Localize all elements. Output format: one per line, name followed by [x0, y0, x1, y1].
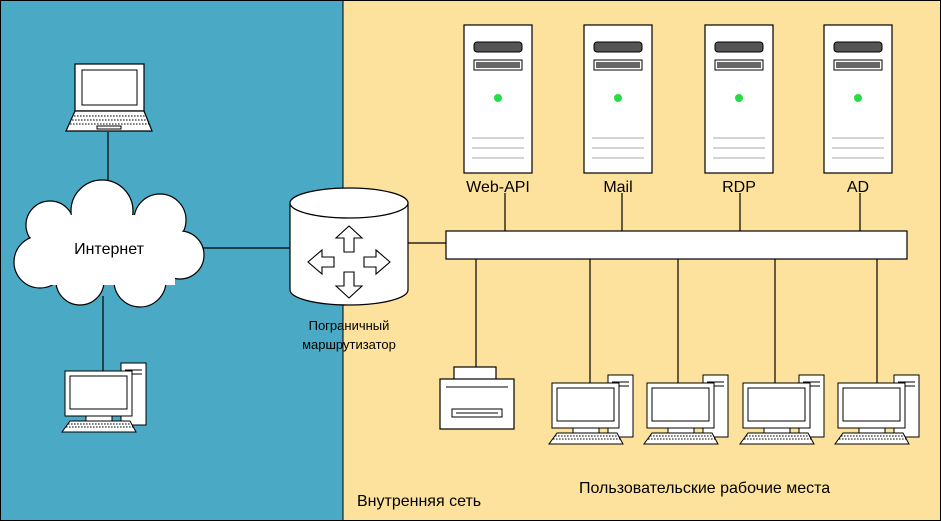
workstation-computer-icon — [739, 374, 825, 445]
server-icon — [704, 24, 774, 174]
workstations-label: Пользовательские рабочие места — [579, 480, 830, 497]
router-label-line1: Пограничный — [309, 318, 390, 333]
server-label-ad: AD — [847, 179, 869, 196]
workstation-computer-icon — [643, 374, 729, 445]
connections — [102, 132, 878, 384]
server-label-web-api: Web-API — [466, 179, 530, 196]
workstation-computer-icon — [834, 374, 920, 445]
internet-label: Интернет — [74, 241, 144, 258]
workstation-computer-icon — [548, 374, 634, 445]
server-status-led — [614, 94, 622, 102]
server-label-mail: Mail — [603, 179, 632, 196]
server-label-rdp: RDP — [722, 179, 756, 196]
cloud-icon — [13, 179, 205, 308]
server-icon — [823, 24, 893, 174]
server-status-led — [735, 94, 743, 102]
printer-icon — [439, 366, 515, 430]
server-status-led — [494, 94, 502, 102]
server-icon — [583, 24, 653, 174]
laptop-icon — [65, 63, 153, 132]
server-icon — [463, 24, 533, 174]
server-status-led — [854, 94, 862, 102]
external-computer-icon — [61, 362, 147, 433]
router-label-line2: маршрутизатор — [302, 337, 396, 352]
network-switch-icon — [445, 230, 908, 260]
router-icon — [289, 187, 409, 306]
internal-zone-label: Внутренняя сеть — [357, 493, 481, 510]
